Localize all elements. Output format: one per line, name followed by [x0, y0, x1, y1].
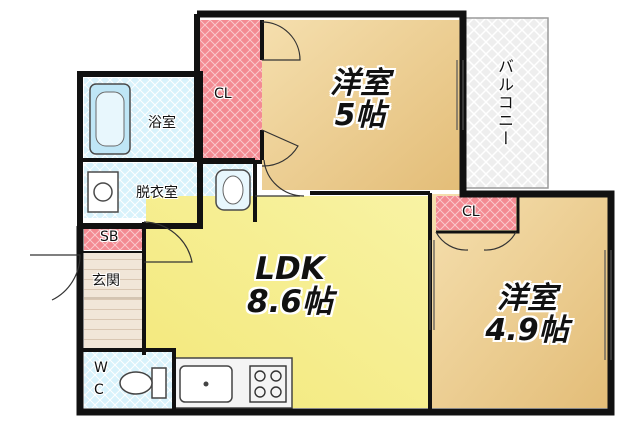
shoebox-label: SB [100, 229, 119, 245]
entrance-label: 玄関 [92, 273, 120, 289]
western-room-2-label: 洋室 [497, 281, 557, 316]
shoebox-floor [84, 226, 142, 250]
western-room-1-title: 洋室 5帖 [300, 68, 420, 131]
closet-1-floor [200, 20, 262, 160]
dressing-label: 脱衣室 [136, 185, 178, 201]
toilet-label-c: C [94, 382, 104, 398]
doors [30, 21, 517, 301]
ldk-title: LDK 8.6帖 [220, 253, 360, 318]
stove [249, 365, 287, 403]
western-room-1-size: 5帖 [334, 97, 386, 133]
walls [76, 10, 615, 416]
western-room-2-title: 洋室 4.9帖 [462, 283, 592, 346]
closet-2-floor [436, 196, 516, 230]
closet-2-label: CL [462, 204, 480, 220]
washing-machine-space [87, 171, 119, 213]
washbasin [215, 169, 251, 211]
western-room-2-size: 4.9帖 [485, 312, 569, 348]
balcony-area [459, 17, 549, 189]
western-room-1-label: 洋室 [330, 66, 390, 101]
closet-1-label: CL [214, 86, 232, 102]
bathtub [89, 83, 131, 155]
toilet-label-w: W [94, 360, 108, 376]
windows [429, 60, 612, 360]
ldk-size: 8.6帖 [247, 283, 333, 320]
ldk-label: LDK [255, 251, 325, 287]
bath-label: 浴室 [148, 115, 176, 131]
balcony-label: バルコニー [495, 58, 514, 148]
western-room-1-floor [262, 20, 460, 190]
toilet-bowl [119, 367, 167, 399]
kitchen-sink [179, 365, 233, 403]
entrance-floor [84, 252, 142, 350]
